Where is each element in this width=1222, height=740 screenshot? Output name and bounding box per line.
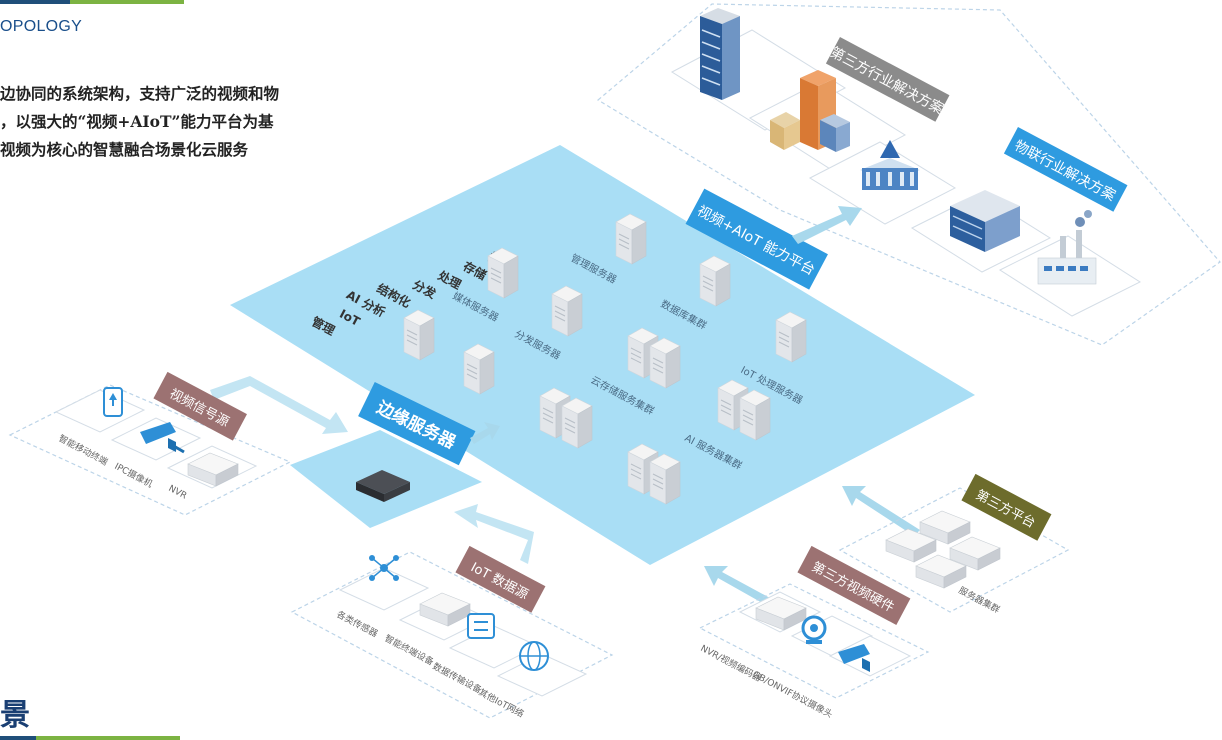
city-buildings-icon bbox=[770, 70, 850, 152]
server-icon bbox=[615, 213, 647, 265]
device-label: 服务器集群 bbox=[957, 584, 1002, 616]
government-building-icon bbox=[860, 140, 920, 190]
server-icon bbox=[699, 255, 731, 307]
device-tile bbox=[338, 567, 430, 611]
device-label: 智能移动终端 bbox=[57, 432, 110, 468]
solutions-region bbox=[596, 3, 1221, 346]
device-label: GB/ONVIF协议摄像头 bbox=[751, 668, 835, 720]
server-icon bbox=[463, 343, 495, 395]
webcam-icon bbox=[801, 615, 827, 644]
server-icon bbox=[739, 389, 771, 441]
arrow-iot-to-edge bbox=[454, 504, 534, 564]
server-icon bbox=[775, 311, 807, 363]
third-party-platform-label: 第三方平台 bbox=[961, 473, 1052, 541]
factory-icon bbox=[1037, 210, 1097, 285]
device-label: IPC摄像机 bbox=[113, 460, 155, 490]
device-label: NVR bbox=[167, 484, 189, 502]
intro-text: 边协同的系统架构，支持广泛的视频和物 ，以强大的“视频+AIoT”能力平台为基 … bbox=[0, 80, 390, 164]
device-label: 各类传感器 bbox=[335, 608, 380, 640]
device-tile bbox=[54, 389, 146, 433]
device-tile bbox=[828, 635, 912, 677]
server-icon bbox=[561, 397, 593, 449]
third-party-video-hw-region bbox=[698, 583, 930, 699]
sensor-network-icon bbox=[369, 555, 399, 581]
top-accent-bar bbox=[0, 0, 184, 4]
iot-network-globe-icon bbox=[519, 641, 549, 671]
server-icon bbox=[487, 247, 519, 299]
aiot-platform-region bbox=[230, 145, 975, 565]
arrow-video-hw-to-platform bbox=[704, 566, 770, 604]
skyscraper-icon bbox=[700, 8, 740, 100]
server-icon bbox=[403, 309, 435, 361]
protocol-camera-icon bbox=[838, 644, 870, 672]
intro-line: 视频为核心的智慧融合场景化云服务 bbox=[0, 140, 249, 159]
server-icon bbox=[551, 285, 583, 337]
section-title: OPOLOGY bbox=[0, 18, 83, 35]
bottom-section-title: 景 bbox=[0, 698, 30, 733]
ipc-camera-icon bbox=[140, 422, 185, 454]
iot-data-source-label: IoT 数据源 bbox=[455, 545, 546, 613]
edge-server-device bbox=[356, 470, 410, 502]
arrow-video-to-edge bbox=[210, 376, 348, 434]
iot-source-region bbox=[290, 551, 614, 719]
arrow-to-solutions bbox=[792, 206, 862, 244]
office-building-icon bbox=[950, 190, 1020, 252]
server-icon bbox=[649, 337, 681, 389]
iot-solutions-text: 物联行业解决方案 bbox=[1012, 137, 1119, 205]
server-icon bbox=[649, 453, 681, 505]
iot-solutions-label: 物联行业解决方案 bbox=[1003, 126, 1128, 212]
arrow-platform-to-third-party bbox=[842, 486, 920, 536]
mobile-terminal-icon bbox=[103, 387, 123, 417]
intro-line: 边协同的系统架构，支持广泛的视频和物 bbox=[0, 84, 280, 103]
device-label: 智能终端设备 bbox=[383, 632, 436, 668]
third-party-platform-region bbox=[838, 487, 1070, 613]
intro-line: ，以强大的“视频+AIoT”能力平台为基 bbox=[0, 112, 274, 131]
bottom-accent-bar bbox=[0, 736, 180, 740]
arrow-edge-to-platform bbox=[470, 422, 500, 444]
data-transmission-icon bbox=[467, 613, 495, 639]
